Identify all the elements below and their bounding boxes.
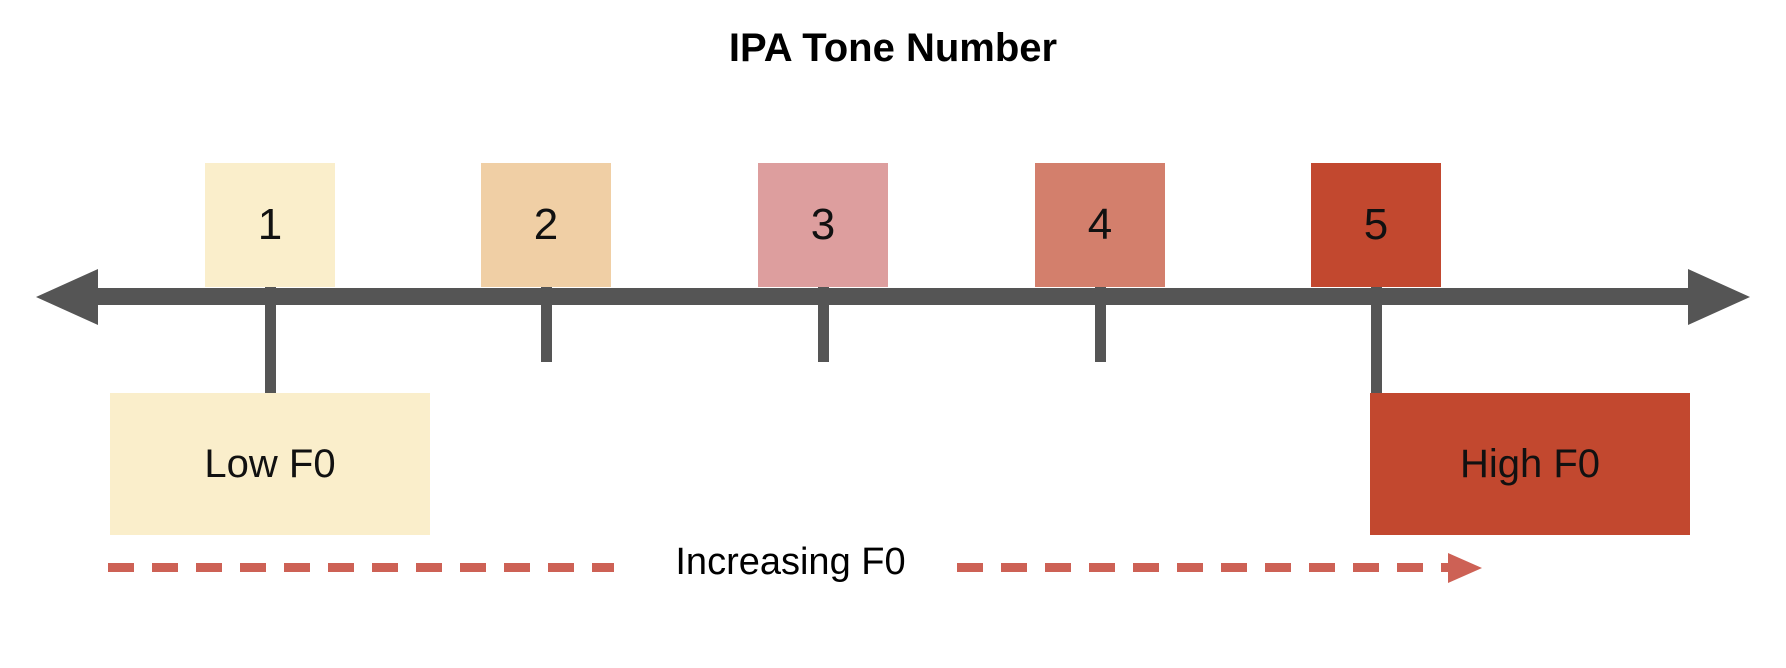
tone-box-4: 4 [1035, 163, 1165, 287]
increasing-f0-dash-right [957, 563, 1453, 572]
axis-tick-2 [541, 287, 552, 362]
diagram-title: IPA Tone Number [728, 26, 1058, 70]
axis-tick-1 [265, 287, 276, 404]
tone-axis-line [95, 288, 1695, 305]
axis-arrow-right-icon [1688, 269, 1750, 325]
low-f0-box: Low F0 [110, 393, 430, 535]
high-f0-box: High F0 [1370, 393, 1690, 535]
tone-box-1: 1 [205, 163, 335, 287]
tone-box-2: 2 [481, 163, 611, 287]
increasing-f0-label: Increasing F0 [675, 541, 906, 583]
axis-tick-3 [818, 287, 829, 362]
increasing-f0-arrow-icon [1448, 553, 1482, 583]
increasing-f0-dash-left [108, 563, 614, 572]
axis-tick-4 [1095, 287, 1106, 362]
tone-box-3: 3 [758, 163, 888, 287]
axis-arrow-left-icon [36, 269, 98, 325]
axis-tick-5 [1371, 287, 1382, 404]
tone-box-5: 5 [1311, 163, 1441, 287]
